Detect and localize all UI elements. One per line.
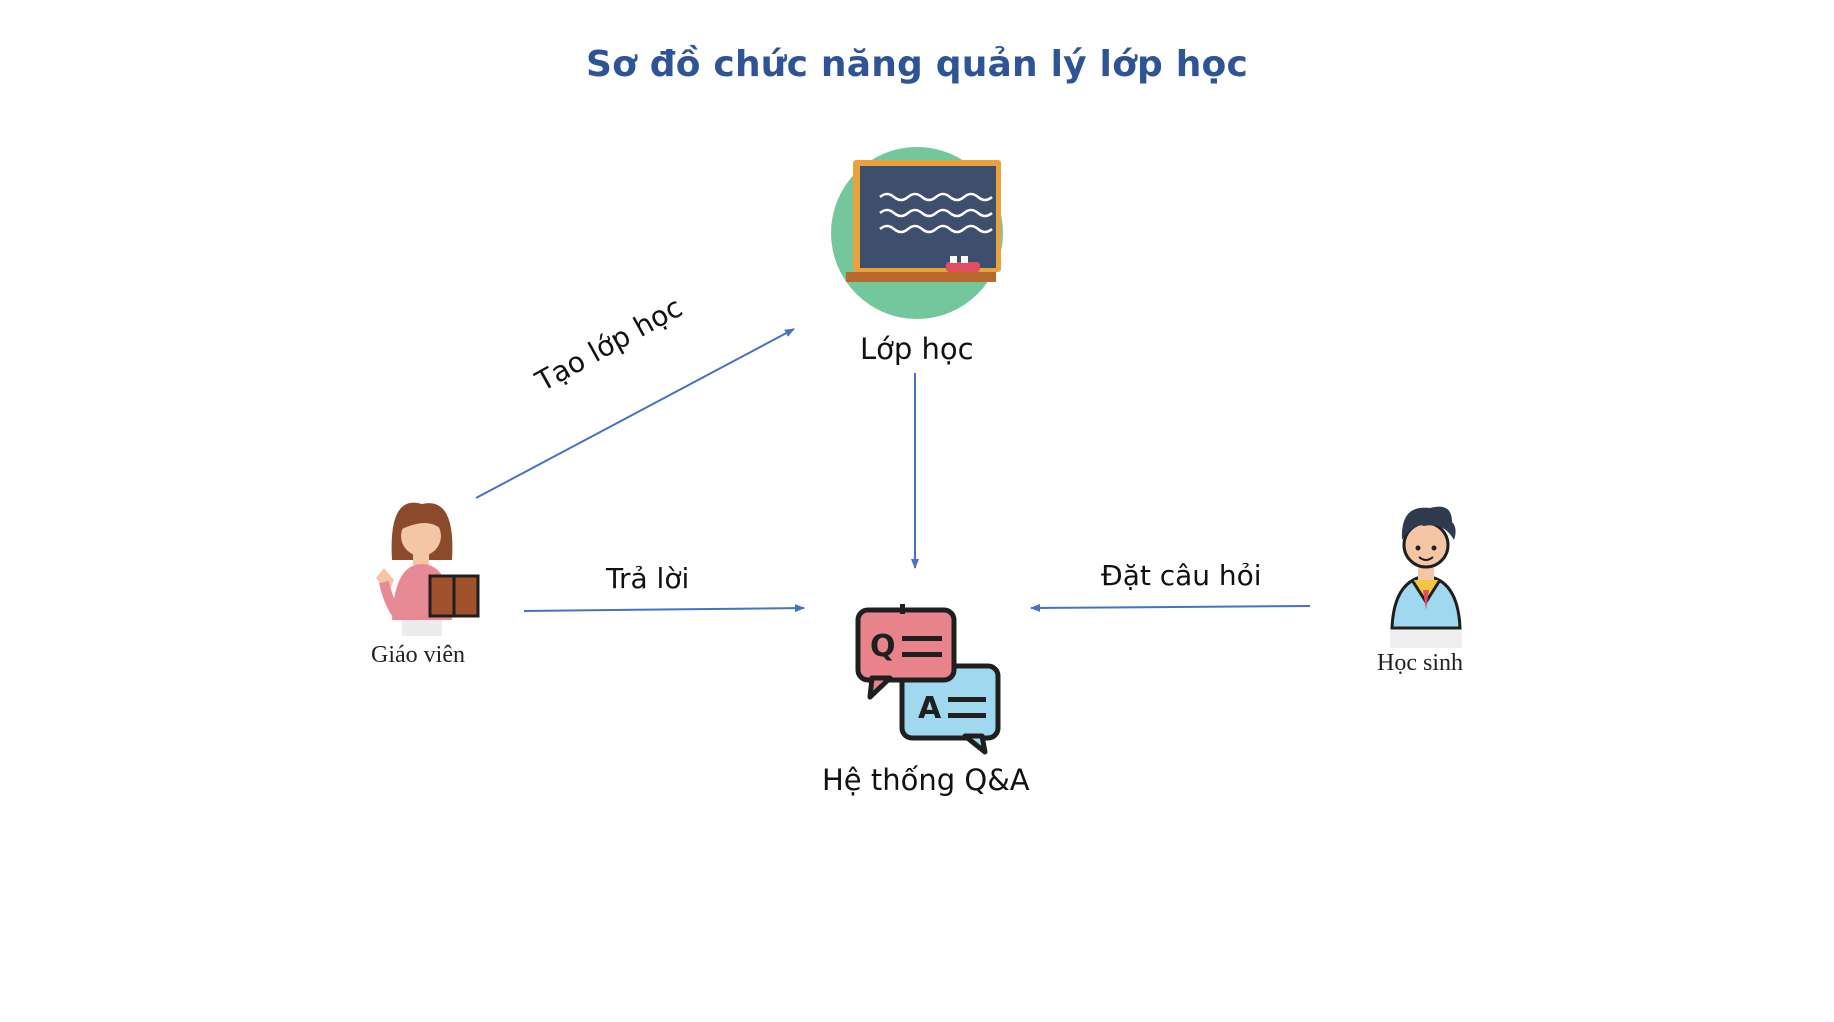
answer-edge-label: Trả lời xyxy=(606,562,690,595)
student-node-label: Học sinh xyxy=(1377,650,1463,676)
qa-system-node-label: Hệ thống Q&A xyxy=(822,763,1030,797)
chalkboard-icon xyxy=(831,147,1003,319)
student-icon xyxy=(1390,506,1462,648)
qa-bubbles-icon: A Q xyxy=(855,604,1001,755)
arrow-teacher-to-qa xyxy=(523,604,805,613)
diagram-title: Sơ đồ chức năng quản lý lớp học xyxy=(585,44,1249,85)
teacher-node-label: Giáo viên xyxy=(371,642,465,668)
teacher-icon xyxy=(376,502,480,636)
svg-text:Q: Q xyxy=(870,629,896,664)
classroom-node-label: Lớp học xyxy=(860,332,974,366)
arrow-student-to-qa xyxy=(1030,603,1311,612)
arrow-teacher-to-class xyxy=(475,328,795,499)
svg-text:A: A xyxy=(918,691,942,726)
ask-question-edge-label: Đặt câu hỏi xyxy=(1101,559,1262,592)
